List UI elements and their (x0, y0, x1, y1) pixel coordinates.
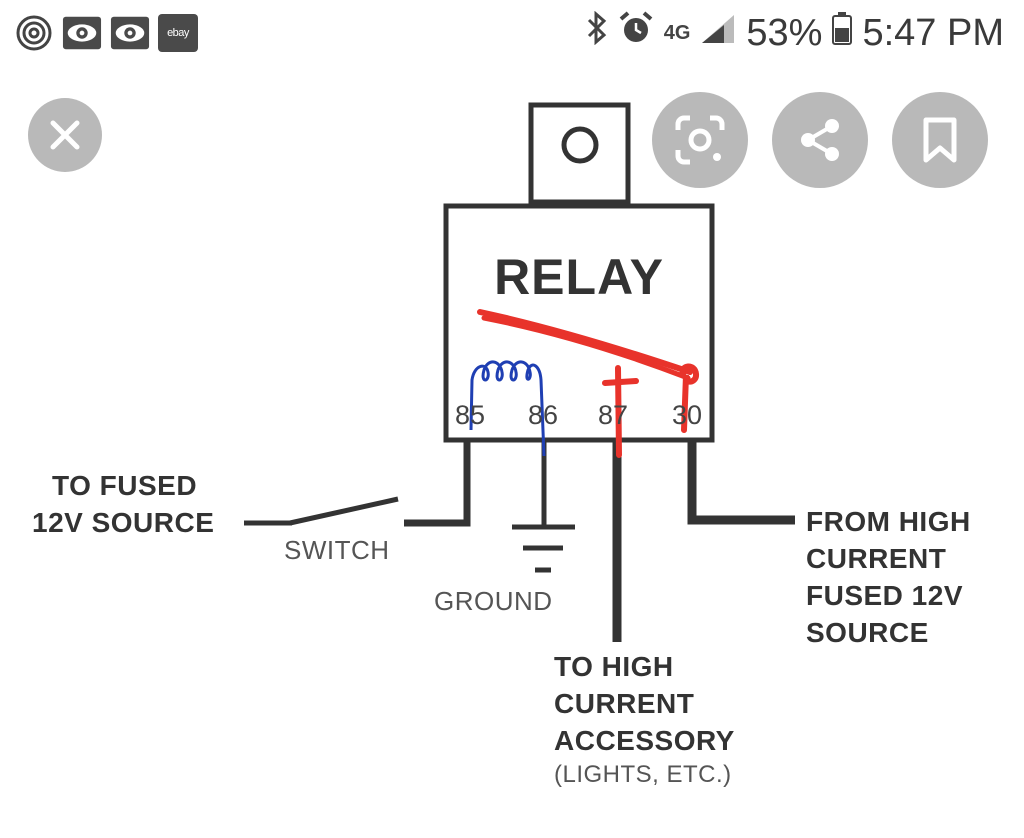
close-button[interactable] (28, 98, 102, 172)
battery-percent: 53% (746, 11, 823, 54)
relay-body (443, 203, 715, 443)
ground-label: GROUND (434, 586, 553, 616)
contact-annotation-87 (602, 365, 639, 458)
ebay-icon: ebay (158, 14, 198, 52)
switch-lever (289, 496, 399, 526)
notification-icons: ebay (14, 14, 198, 52)
source-label-line4: SOURCE (806, 617, 929, 648)
alarm-icon (618, 10, 654, 56)
share-button[interactable] (772, 92, 868, 188)
bookmark-icon (923, 117, 957, 163)
contact-annotation-2 (481, 315, 691, 381)
relay-mount-hole (561, 126, 599, 164)
relay-mount-tab (528, 102, 631, 205)
battery-icon (832, 11, 853, 55)
fused-source-label-line2: 12V SOURCE (32, 507, 215, 538)
bookmark-button[interactable] (892, 92, 988, 188)
cbs-eye-icon (110, 14, 150, 52)
source-label-line2: CURRENT (806, 543, 947, 574)
lens-icon (675, 115, 725, 165)
source-label-line1: FROM HIGH (806, 506, 971, 537)
system-indicators: 4G 53% 5:47 PM (586, 10, 1004, 56)
status-bar: ebay 4G 53% (0, 0, 1024, 70)
signal-icon (700, 12, 736, 55)
close-icon (50, 120, 80, 150)
share-icon (801, 119, 839, 161)
fused-source-label-line1: TO FUSED (52, 470, 198, 501)
clock: 5:47 PM (862, 11, 1004, 54)
wire-85 (404, 440, 471, 527)
lens-button[interactable] (652, 92, 748, 188)
wire-30 (687, 440, 795, 525)
network-type: 4G (663, 21, 691, 44)
contact-annotation-30 (679, 363, 699, 433)
accessory-label-line3: ACCESSORY (554, 725, 735, 756)
pin-87-label: 87 (598, 400, 629, 430)
accessory-note: (LIGHTS, ETC.) (554, 761, 732, 788)
cbs-eye-icon (62, 14, 102, 52)
contact-annotation (477, 309, 693, 375)
accessory-label-line1: TO HIGH (554, 651, 674, 682)
switch-label: SWITCH (284, 535, 390, 565)
relay-label: RELAY (494, 249, 664, 305)
accessory-label-line2: CURRENT (554, 688, 695, 719)
pin-85-label: 85 (455, 400, 486, 430)
coil-annotation (469, 360, 546, 457)
at-sign-icon (14, 14, 54, 52)
ebay-label: ebay (167, 27, 189, 39)
pin-30-label: 30 (672, 400, 703, 430)
pin-86-label: 86 (528, 400, 559, 430)
bluetooth-icon (586, 10, 608, 55)
source-label-line3: FUSED 12V (806, 580, 963, 611)
